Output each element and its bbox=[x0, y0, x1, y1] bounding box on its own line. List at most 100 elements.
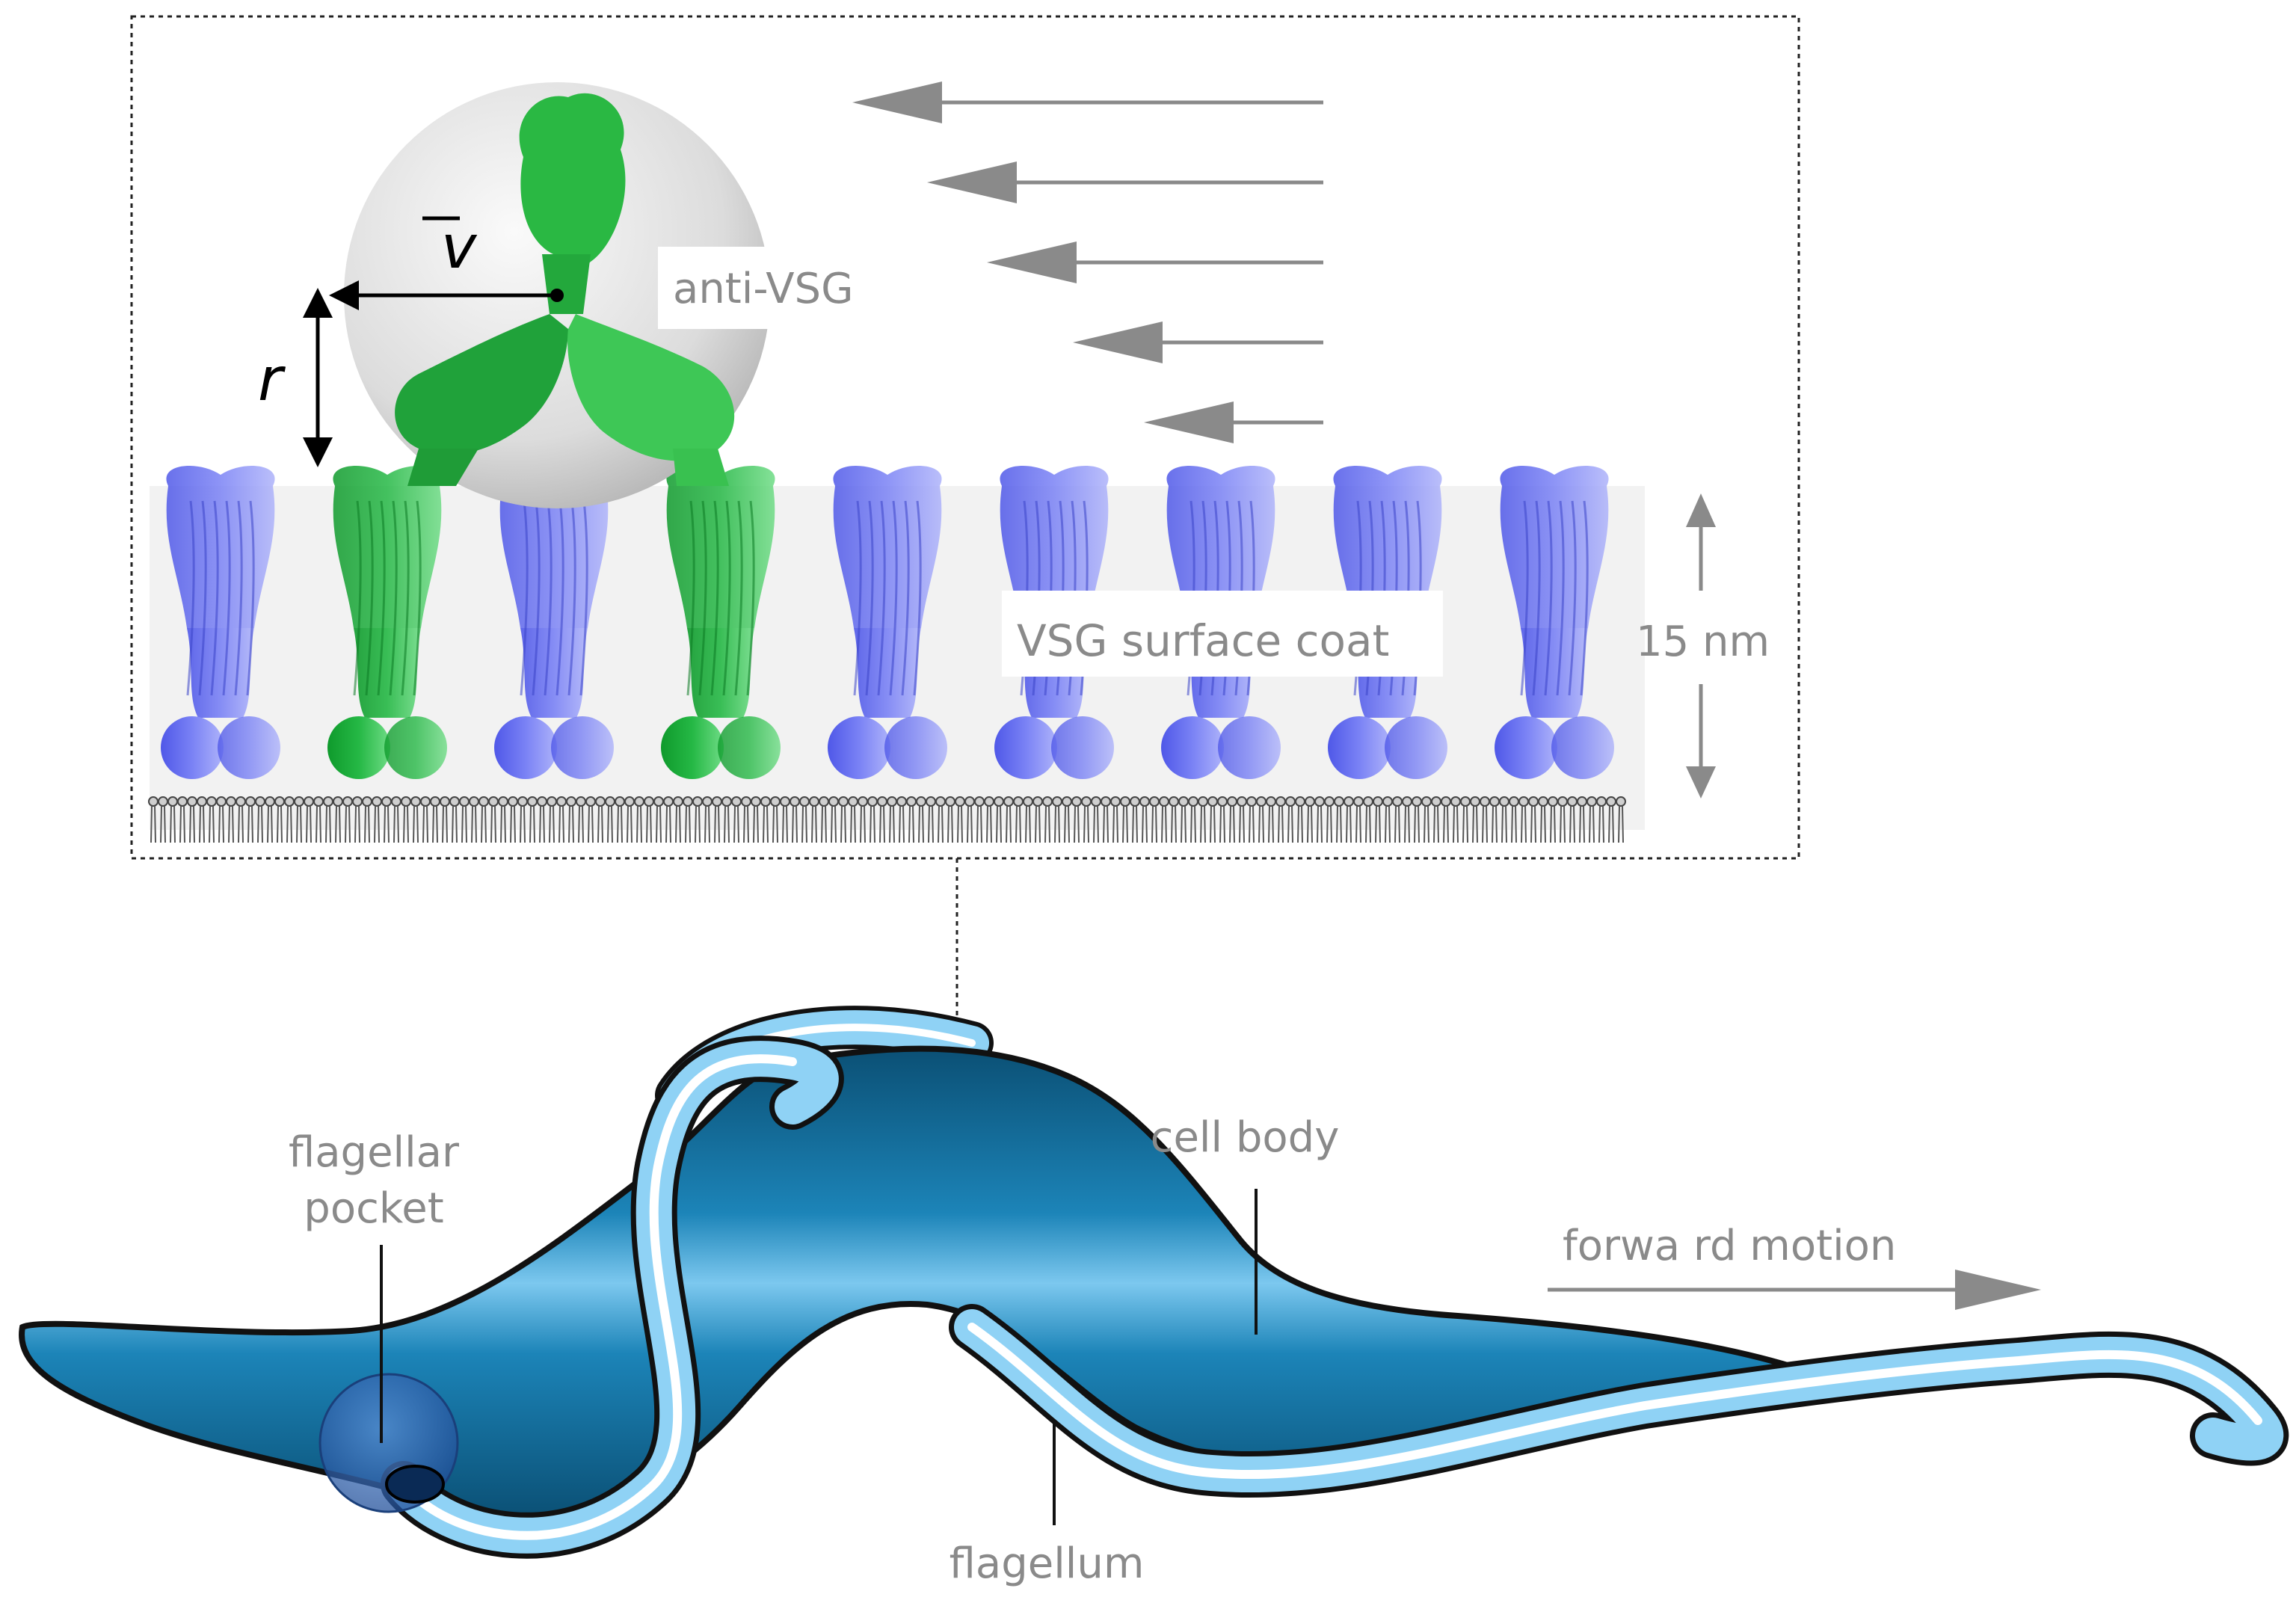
lipid-head bbox=[1120, 796, 1130, 807]
lipid-head bbox=[644, 796, 654, 807]
lipid-head bbox=[1246, 796, 1257, 807]
lipid-tail bbox=[1297, 805, 1303, 843]
lipid-tail bbox=[947, 805, 953, 843]
lipid-head bbox=[1548, 796, 1558, 807]
lipid-tail bbox=[364, 805, 370, 843]
lipid-head bbox=[158, 796, 168, 807]
lipid-head bbox=[663, 796, 674, 807]
lipid-tail bbox=[597, 805, 603, 843]
lipid-tail bbox=[831, 805, 837, 843]
vsg-surface-coat-label-bg bbox=[1002, 591, 1443, 677]
lipid-tail bbox=[1103, 805, 1109, 843]
lipid-head bbox=[449, 796, 460, 807]
lipid-tail bbox=[316, 805, 321, 843]
lipid-tail bbox=[1258, 805, 1264, 843]
lipid-head bbox=[1207, 796, 1218, 807]
lipid-tail bbox=[238, 805, 244, 843]
lipid-tail bbox=[296, 805, 302, 843]
cell-body-label: cell body bbox=[1151, 1113, 1340, 1162]
lipid-head bbox=[576, 796, 586, 807]
lipid-tail bbox=[627, 805, 633, 843]
inset-frame bbox=[130, 15, 1800, 860]
lipid-tail bbox=[889, 805, 895, 843]
lipid-head bbox=[527, 796, 538, 807]
lipid-tail bbox=[1219, 805, 1225, 843]
lipid-head bbox=[926, 796, 936, 807]
lipid-tail bbox=[1268, 805, 1274, 843]
lipid-head bbox=[1509, 796, 1519, 807]
lipid-head bbox=[469, 796, 479, 807]
lipid-tail bbox=[938, 805, 944, 843]
lipid-head bbox=[1052, 796, 1062, 807]
lipid-tail bbox=[539, 805, 545, 843]
lipid-head bbox=[605, 796, 615, 807]
lipid-tail bbox=[763, 805, 769, 843]
velocity-arrowhead bbox=[329, 280, 359, 310]
lipid-head bbox=[245, 796, 256, 807]
vsg-dimer bbox=[161, 466, 280, 779]
lipid-tail bbox=[1287, 805, 1293, 843]
lipid-tail bbox=[422, 805, 428, 843]
velocity-symbol: v bbox=[441, 212, 478, 282]
lipid-head bbox=[440, 796, 450, 807]
lipid-tail bbox=[772, 805, 778, 843]
lipid-tail bbox=[1132, 805, 1138, 843]
lipid-head bbox=[731, 796, 742, 807]
flagellar-pocket-opening bbox=[385, 1465, 445, 1504]
lipid-tail bbox=[1171, 805, 1177, 843]
lipid-head bbox=[1149, 796, 1160, 807]
lipid-tail bbox=[908, 805, 914, 843]
lipid-head bbox=[547, 796, 557, 807]
lipid-head bbox=[372, 796, 382, 807]
lipid-head bbox=[1178, 796, 1189, 807]
lipid-tail bbox=[1521, 805, 1527, 843]
lipid-head bbox=[1596, 796, 1607, 807]
lipid-tail bbox=[1064, 805, 1070, 843]
lipid-tail bbox=[704, 805, 710, 843]
lipid-head bbox=[1606, 796, 1616, 807]
flagellum-label: flagellum bbox=[950, 1539, 1145, 1588]
vsg-surface-coat-label: VSG surface coat bbox=[1017, 615, 1389, 666]
lipid-head bbox=[488, 796, 499, 807]
lipid-tail bbox=[529, 805, 535, 843]
lipid-head bbox=[615, 796, 625, 807]
lipid-head bbox=[955, 796, 965, 807]
lipid-head bbox=[1528, 796, 1539, 807]
lipid-head bbox=[809, 796, 819, 807]
lipid-head bbox=[1499, 796, 1509, 807]
lipid-head bbox=[1431, 796, 1441, 807]
lipid-head bbox=[255, 796, 265, 807]
lipid-head bbox=[1518, 796, 1529, 807]
lipid-head bbox=[585, 796, 596, 807]
antibody-center bbox=[550, 289, 564, 302]
lipid-tail bbox=[1365, 805, 1371, 843]
lipid-head bbox=[177, 796, 188, 807]
lipid-head bbox=[274, 796, 285, 807]
lipid-head bbox=[401, 796, 411, 807]
lipid-tail bbox=[1015, 805, 1021, 843]
lipid-head bbox=[148, 796, 158, 807]
lipid-head bbox=[1023, 796, 1033, 807]
lipid-head bbox=[1450, 796, 1461, 807]
lipid-tail bbox=[1044, 805, 1050, 843]
lipid-tail bbox=[1501, 805, 1507, 843]
lipid-head bbox=[1441, 796, 1451, 807]
lipid-tail bbox=[1453, 805, 1459, 843]
flagellar-pocket-label-line1: flagellar bbox=[289, 1128, 460, 1177]
forward-motion-label: forwa rd motion bbox=[1563, 1222, 1896, 1270]
lipid-tail bbox=[1054, 805, 1060, 843]
lipid-head bbox=[945, 796, 955, 807]
lipid-tail bbox=[792, 805, 798, 843]
flow-arrowhead bbox=[1144, 401, 1234, 443]
lipid-tail bbox=[1326, 805, 1332, 843]
lipid-tail bbox=[325, 805, 331, 843]
lipid-tail bbox=[1579, 805, 1585, 843]
lipid-head bbox=[478, 796, 489, 807]
lipid-tail bbox=[1093, 805, 1099, 843]
lipid-tail bbox=[1035, 805, 1041, 843]
lipid-head bbox=[1169, 796, 1179, 807]
lipid-head bbox=[1198, 796, 1208, 807]
lipid-tail bbox=[170, 805, 176, 843]
lipid-head bbox=[1412, 796, 1422, 807]
radius-symbol: r bbox=[258, 345, 286, 414]
